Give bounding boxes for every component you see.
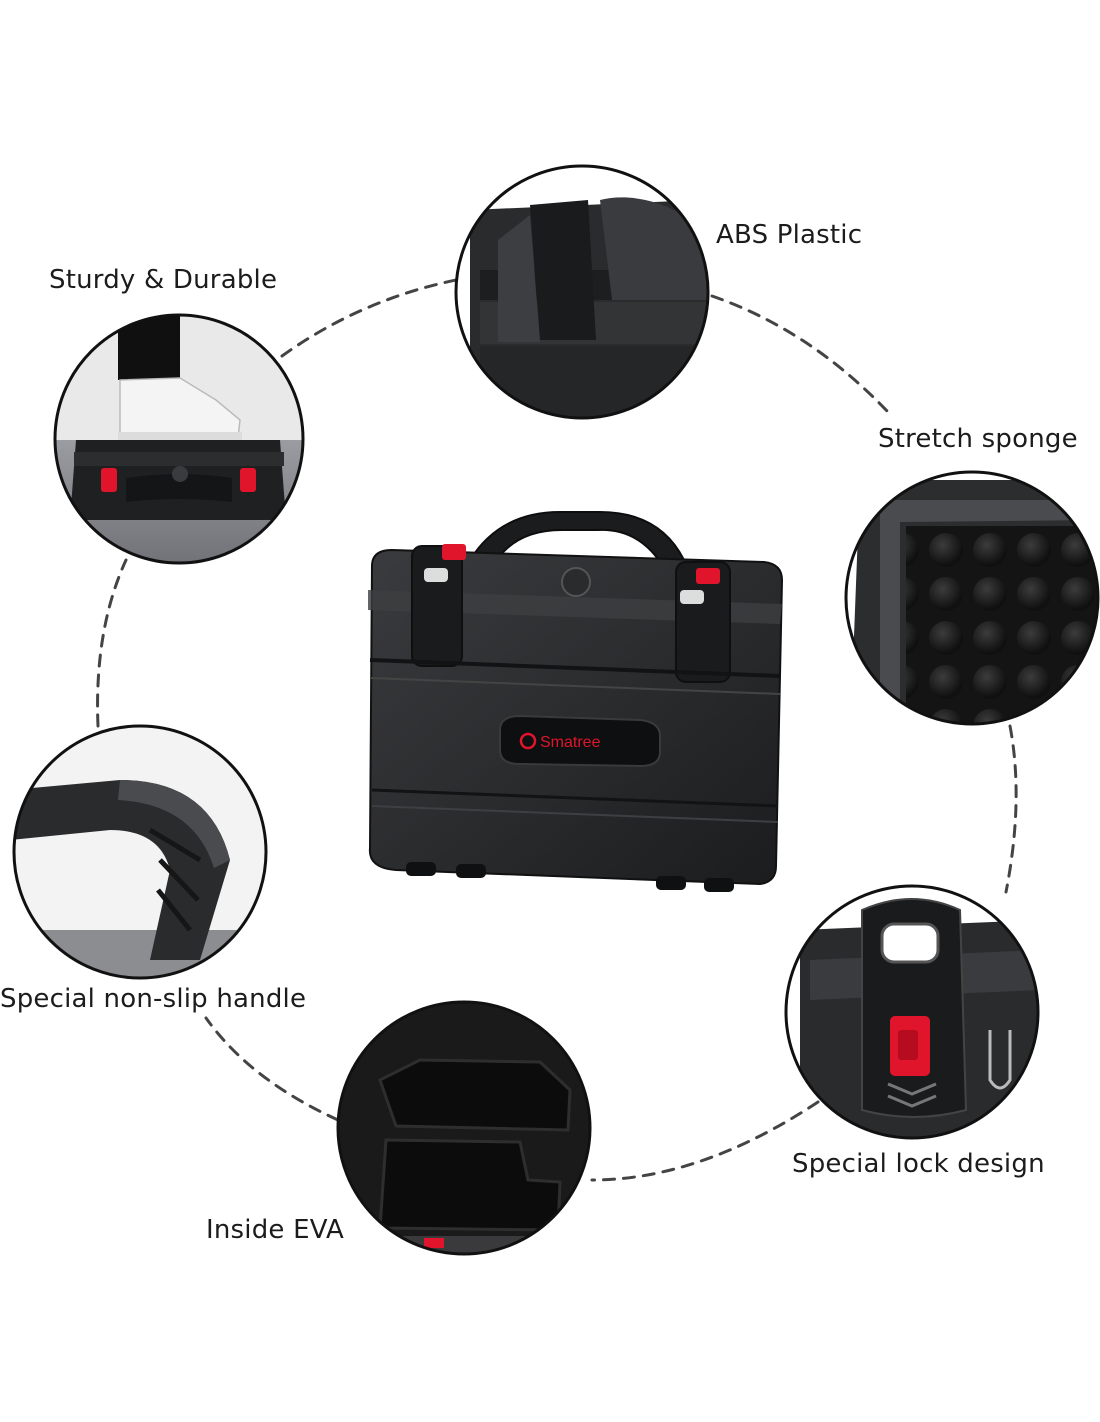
feature-circle-sturdy-durable — [53, 313, 305, 565]
right-latch-button — [696, 568, 720, 584]
brand-logo-icon — [519, 732, 537, 750]
connector-eva-to-handle — [204, 1016, 340, 1122]
feature-circle-non-slip-handle — [12, 724, 268, 980]
connector-lock-to-eva — [590, 1100, 820, 1182]
connector-abs-to-sponge — [710, 294, 890, 414]
label-sturdy-durable: Sturdy & Durable — [49, 265, 278, 295]
label-abs-plastic: ABS Plastic — [716, 220, 863, 250]
pressure-valve — [561, 567, 591, 597]
connector-handle-to-sturdy — [96, 558, 128, 728]
brand-badge-plate — [499, 714, 661, 768]
label-inside-eva: Inside EVA — [206, 1215, 345, 1245]
label-lock-design: Special lock design — [792, 1149, 1045, 1179]
left-latch-button — [442, 544, 466, 560]
label-non-slip-handle: Special non-slip handle — [0, 984, 307, 1014]
feature-circle-lock-design — [784, 884, 1040, 1140]
dashed-connectors — [96, 278, 1018, 1182]
brand-badge-text: Smatree — [540, 734, 601, 751]
feature-circle-abs-plastic — [454, 164, 710, 420]
feature-circle-stretch-sponge — [844, 470, 1100, 726]
feature-circle-inside-eva — [336, 1000, 592, 1256]
connector-sponge-to-lock — [1004, 724, 1018, 894]
label-stretch-sponge: Stretch sponge — [878, 424, 1078, 454]
hard-case-product: Smatree — [368, 511, 784, 892]
connector-sturdy-to-abs — [280, 278, 458, 358]
